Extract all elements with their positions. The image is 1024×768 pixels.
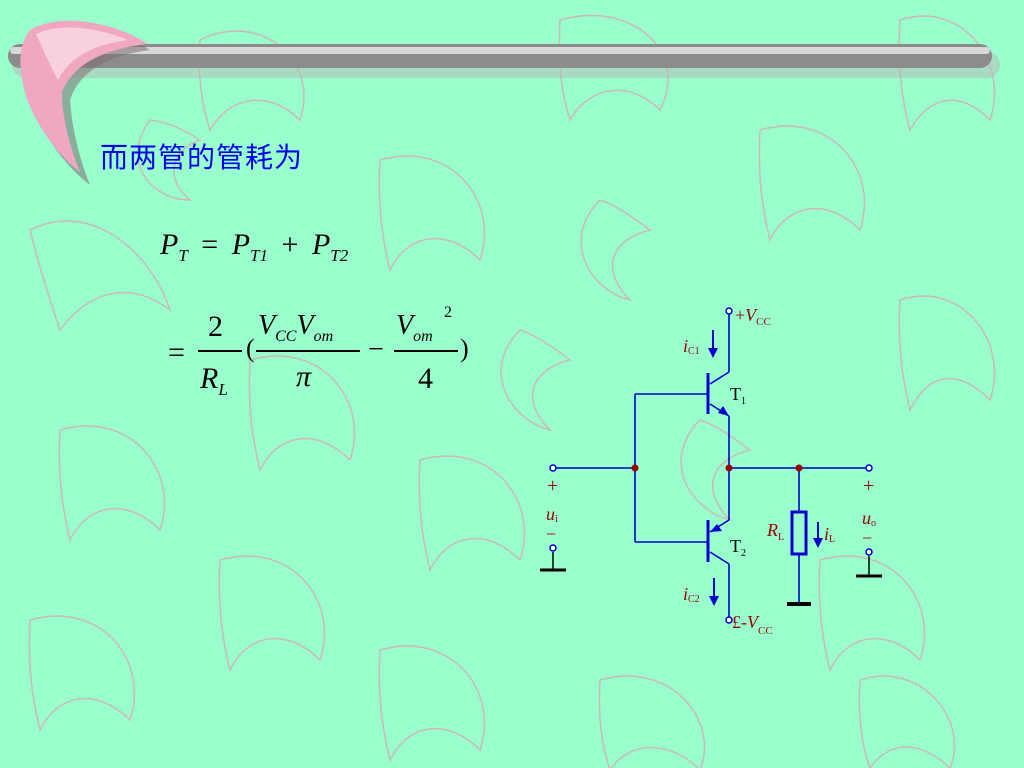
exponent-2: 2 (444, 304, 452, 321)
ui-sub-label: i (555, 514, 558, 525)
fraction1-numerator: VCCVom (258, 310, 334, 345)
close-paren: ) (460, 334, 469, 363)
ic2-sub-label: C2 (688, 594, 700, 605)
svg-text:£-VCC: £-VCC (732, 612, 773, 637)
load-resistor (790, 510, 808, 556)
ui-u-label: u (546, 504, 555, 524)
output-plus-label: + (863, 475, 874, 497)
fraction2-numerator: Vom (396, 310, 433, 345)
rl-R-label: R (766, 520, 778, 540)
t2-sub-label: 2 (741, 548, 746, 559)
ic1-arrow-icon (708, 348, 718, 358)
il-sub-label: L (829, 534, 835, 545)
output-plus-terminal (865, 464, 873, 472)
rl-sub-label: L (778, 532, 784, 543)
lhs-subscript: T (178, 246, 188, 265)
term1-subscript: T1 (250, 246, 269, 265)
junction-dots (631, 464, 803, 472)
equals-sign-2: = (168, 336, 185, 369)
t2-T-label: T (730, 536, 741, 556)
fraction1-bar (256, 350, 360, 352)
minus-sign: − (368, 334, 384, 365)
svg-text:T2: T2 (730, 536, 746, 559)
svg-text:iC2: iC2 (683, 584, 700, 605)
input-minus-label: − (546, 524, 556, 544)
pink-ribbon-decoration (20, 20, 150, 186)
ic2-i-label: i (683, 584, 688, 604)
push-pull-amplifier-circuit: +VCC iC1 T1 T2 iC2 £-VCC + ui − + uo − R… (540, 305, 882, 637)
vcc-V-label: V (745, 305, 758, 325)
coef-den-R: R (200, 362, 219, 395)
term1-power: P (231, 228, 251, 261)
f1-V2: V (296, 310, 314, 341)
output-minus-terminal (865, 548, 873, 556)
vee-V-label: V (747, 612, 760, 632)
formula-line-1: PT = PT1 + PT2 (160, 228, 349, 265)
header-rod (8, 44, 1000, 78)
il-arrow-icon (813, 538, 823, 548)
svg-text:+VCC: +VCC (735, 305, 771, 328)
boomerang-pattern (28, 14, 996, 768)
uo-sub-label: o (871, 518, 876, 529)
vee-terminal (725, 616, 733, 624)
vcc-terminal (725, 307, 733, 315)
fraction2-denominator: 4 (418, 362, 433, 395)
fraction2-bar (394, 350, 458, 352)
t1-emitter-arrow (718, 406, 729, 416)
term2-power: P (311, 228, 331, 261)
vee-sub-label: CC (758, 625, 773, 637)
il-i-label: i (824, 524, 829, 544)
coef-numerator: 2 (208, 310, 223, 343)
slide-title: 而两管的管耗为 (100, 141, 304, 174)
circuit-wires (553, 314, 869, 618)
svg-text:RL: RL (766, 520, 784, 543)
t1-sub-label: 1 (741, 396, 746, 407)
uo-u-label: u (862, 508, 871, 528)
output-minus-label: − (862, 528, 872, 548)
t1-T-label: T (730, 384, 741, 404)
current-arrows (708, 330, 823, 606)
terminals (549, 307, 873, 624)
circuit-labels: +VCC iC1 T1 T2 iC2 £-VCC + ui − + uo − R… (546, 305, 876, 637)
input-plus-terminal (549, 464, 557, 472)
f1-V2-sub: om (313, 328, 334, 345)
svg-text:ui: ui (546, 504, 558, 525)
vcc-plus-label: + (735, 305, 745, 325)
coef-fraction-bar (198, 350, 242, 352)
vcc-sub-label: CC (756, 316, 771, 328)
svg-text:iC1: iC1 (683, 336, 700, 357)
f1-V1-sub: CC (275, 328, 297, 345)
f2-V: V (396, 310, 414, 341)
vee-prefix-label: £- (732, 612, 747, 632)
input-minus-terminal (549, 544, 557, 552)
ic2-arrow-icon (709, 596, 719, 606)
input-plus-label: + (547, 475, 558, 497)
coef-den-sub: L (218, 380, 228, 399)
svg-text:T1: T1 (730, 384, 746, 407)
coef-denominator: RL (200, 362, 228, 399)
svg-text:uo: uo (862, 508, 876, 529)
ic1-sub-label: C1 (688, 346, 700, 357)
open-paren: ( (246, 334, 255, 363)
lhs-power: P (160, 228, 179, 261)
equals-sign: = (201, 228, 219, 261)
plus-sign: + (281, 228, 299, 261)
svg-text:iL: iL (824, 524, 835, 545)
fraction1-denominator: π (296, 360, 312, 393)
ic1-i-label: i (683, 336, 688, 356)
term2-subscript: T2 (330, 246, 349, 265)
f2-V-sub: om (413, 328, 433, 345)
t2-emitter-arrow (710, 524, 722, 532)
f1-V1: V (258, 310, 276, 341)
